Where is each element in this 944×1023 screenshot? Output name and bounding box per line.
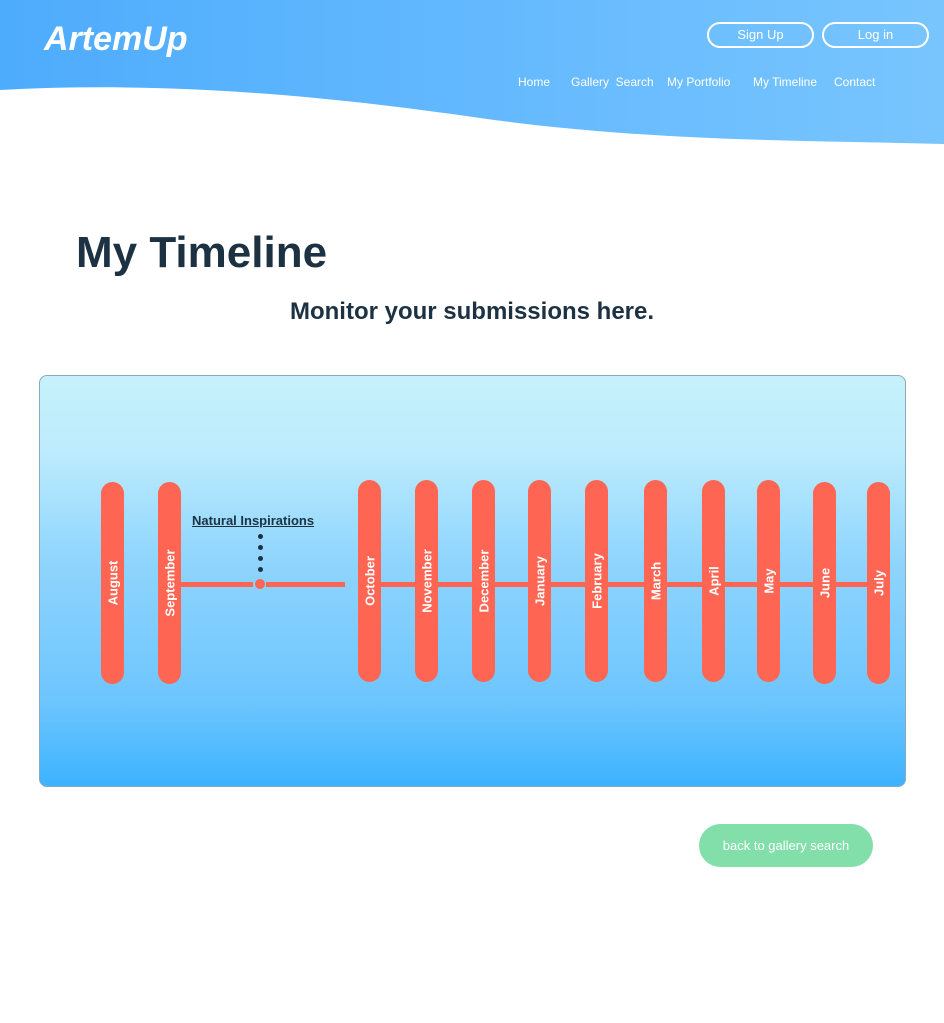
event-natural-inspirations[interactable]: Natural Inspirations [192, 513, 315, 528]
month-label: June [817, 567, 832, 599]
month-label: January [532, 556, 547, 606]
page-title: My Timeline [76, 228, 328, 277]
month-label: December [476, 549, 491, 613]
log-in-button[interactable]: Log in [822, 22, 929, 48]
timeline-connector [780, 582, 813, 587]
sign-up-button[interactable]: Sign Up [707, 22, 814, 48]
month-september[interactable]: September [158, 482, 181, 684]
timeline-panel: Natural Inspirations August September Octo… [39, 375, 906, 787]
month-december[interactable]: December [472, 480, 495, 682]
page-subtitle: Monitor your submissions here. [289, 298, 655, 325]
month-october[interactable]: October [358, 480, 381, 682]
nav-gallery-search[interactable]: Gallery Search [571, 75, 654, 89]
nav-my-timeline[interactable]: My Timeline [753, 75, 818, 89]
timeline-connector [495, 582, 528, 587]
event-marker[interactable] [255, 579, 265, 589]
month-march[interactable]: March [644, 480, 667, 682]
event-dot [258, 567, 263, 572]
month-label: August [105, 560, 120, 606]
month-label: March [648, 561, 663, 601]
timeline-connector [266, 582, 345, 587]
nav-home[interactable]: Home [518, 75, 551, 89]
month-november[interactable]: November [415, 480, 438, 682]
timeline-connector [551, 582, 585, 587]
nav-contact[interactable]: Contact [834, 75, 876, 89]
month-label: October [362, 556, 377, 606]
header: ArtemUp Sign Up Log in Home Gallery Sear… [0, 0, 944, 150]
logo[interactable]: ArtemUp [44, 20, 188, 58]
month-august[interactable]: August [101, 482, 124, 684]
month-label: April [706, 566, 721, 596]
month-february[interactable]: February [585, 480, 608, 682]
timeline-connector [836, 582, 867, 587]
month-may[interactable]: May [757, 480, 780, 682]
event-dot [258, 556, 263, 561]
event-dot [258, 545, 263, 550]
back-to-gallery-search-button[interactable]: back to gallery search [699, 824, 873, 867]
month-june[interactable]: June [813, 482, 836, 684]
event-dot [258, 534, 263, 539]
nav-my-portfolio[interactable]: My Portfolio [667, 75, 731, 89]
timeline-connector [608, 582, 644, 587]
timeline-connector [173, 582, 253, 587]
month-label: July [871, 569, 886, 597]
timeline-connector [438, 582, 472, 587]
month-label: September [162, 549, 177, 617]
timeline-connector [667, 582, 702, 587]
month-label: November [419, 549, 434, 613]
timeline-connector [725, 582, 757, 587]
month-label: February [589, 553, 604, 609]
month-label: May [761, 568, 776, 594]
timeline-connector [381, 582, 415, 587]
month-july[interactable]: July [867, 482, 890, 684]
month-january[interactable]: January [528, 480, 551, 682]
month-april[interactable]: April [702, 480, 725, 682]
